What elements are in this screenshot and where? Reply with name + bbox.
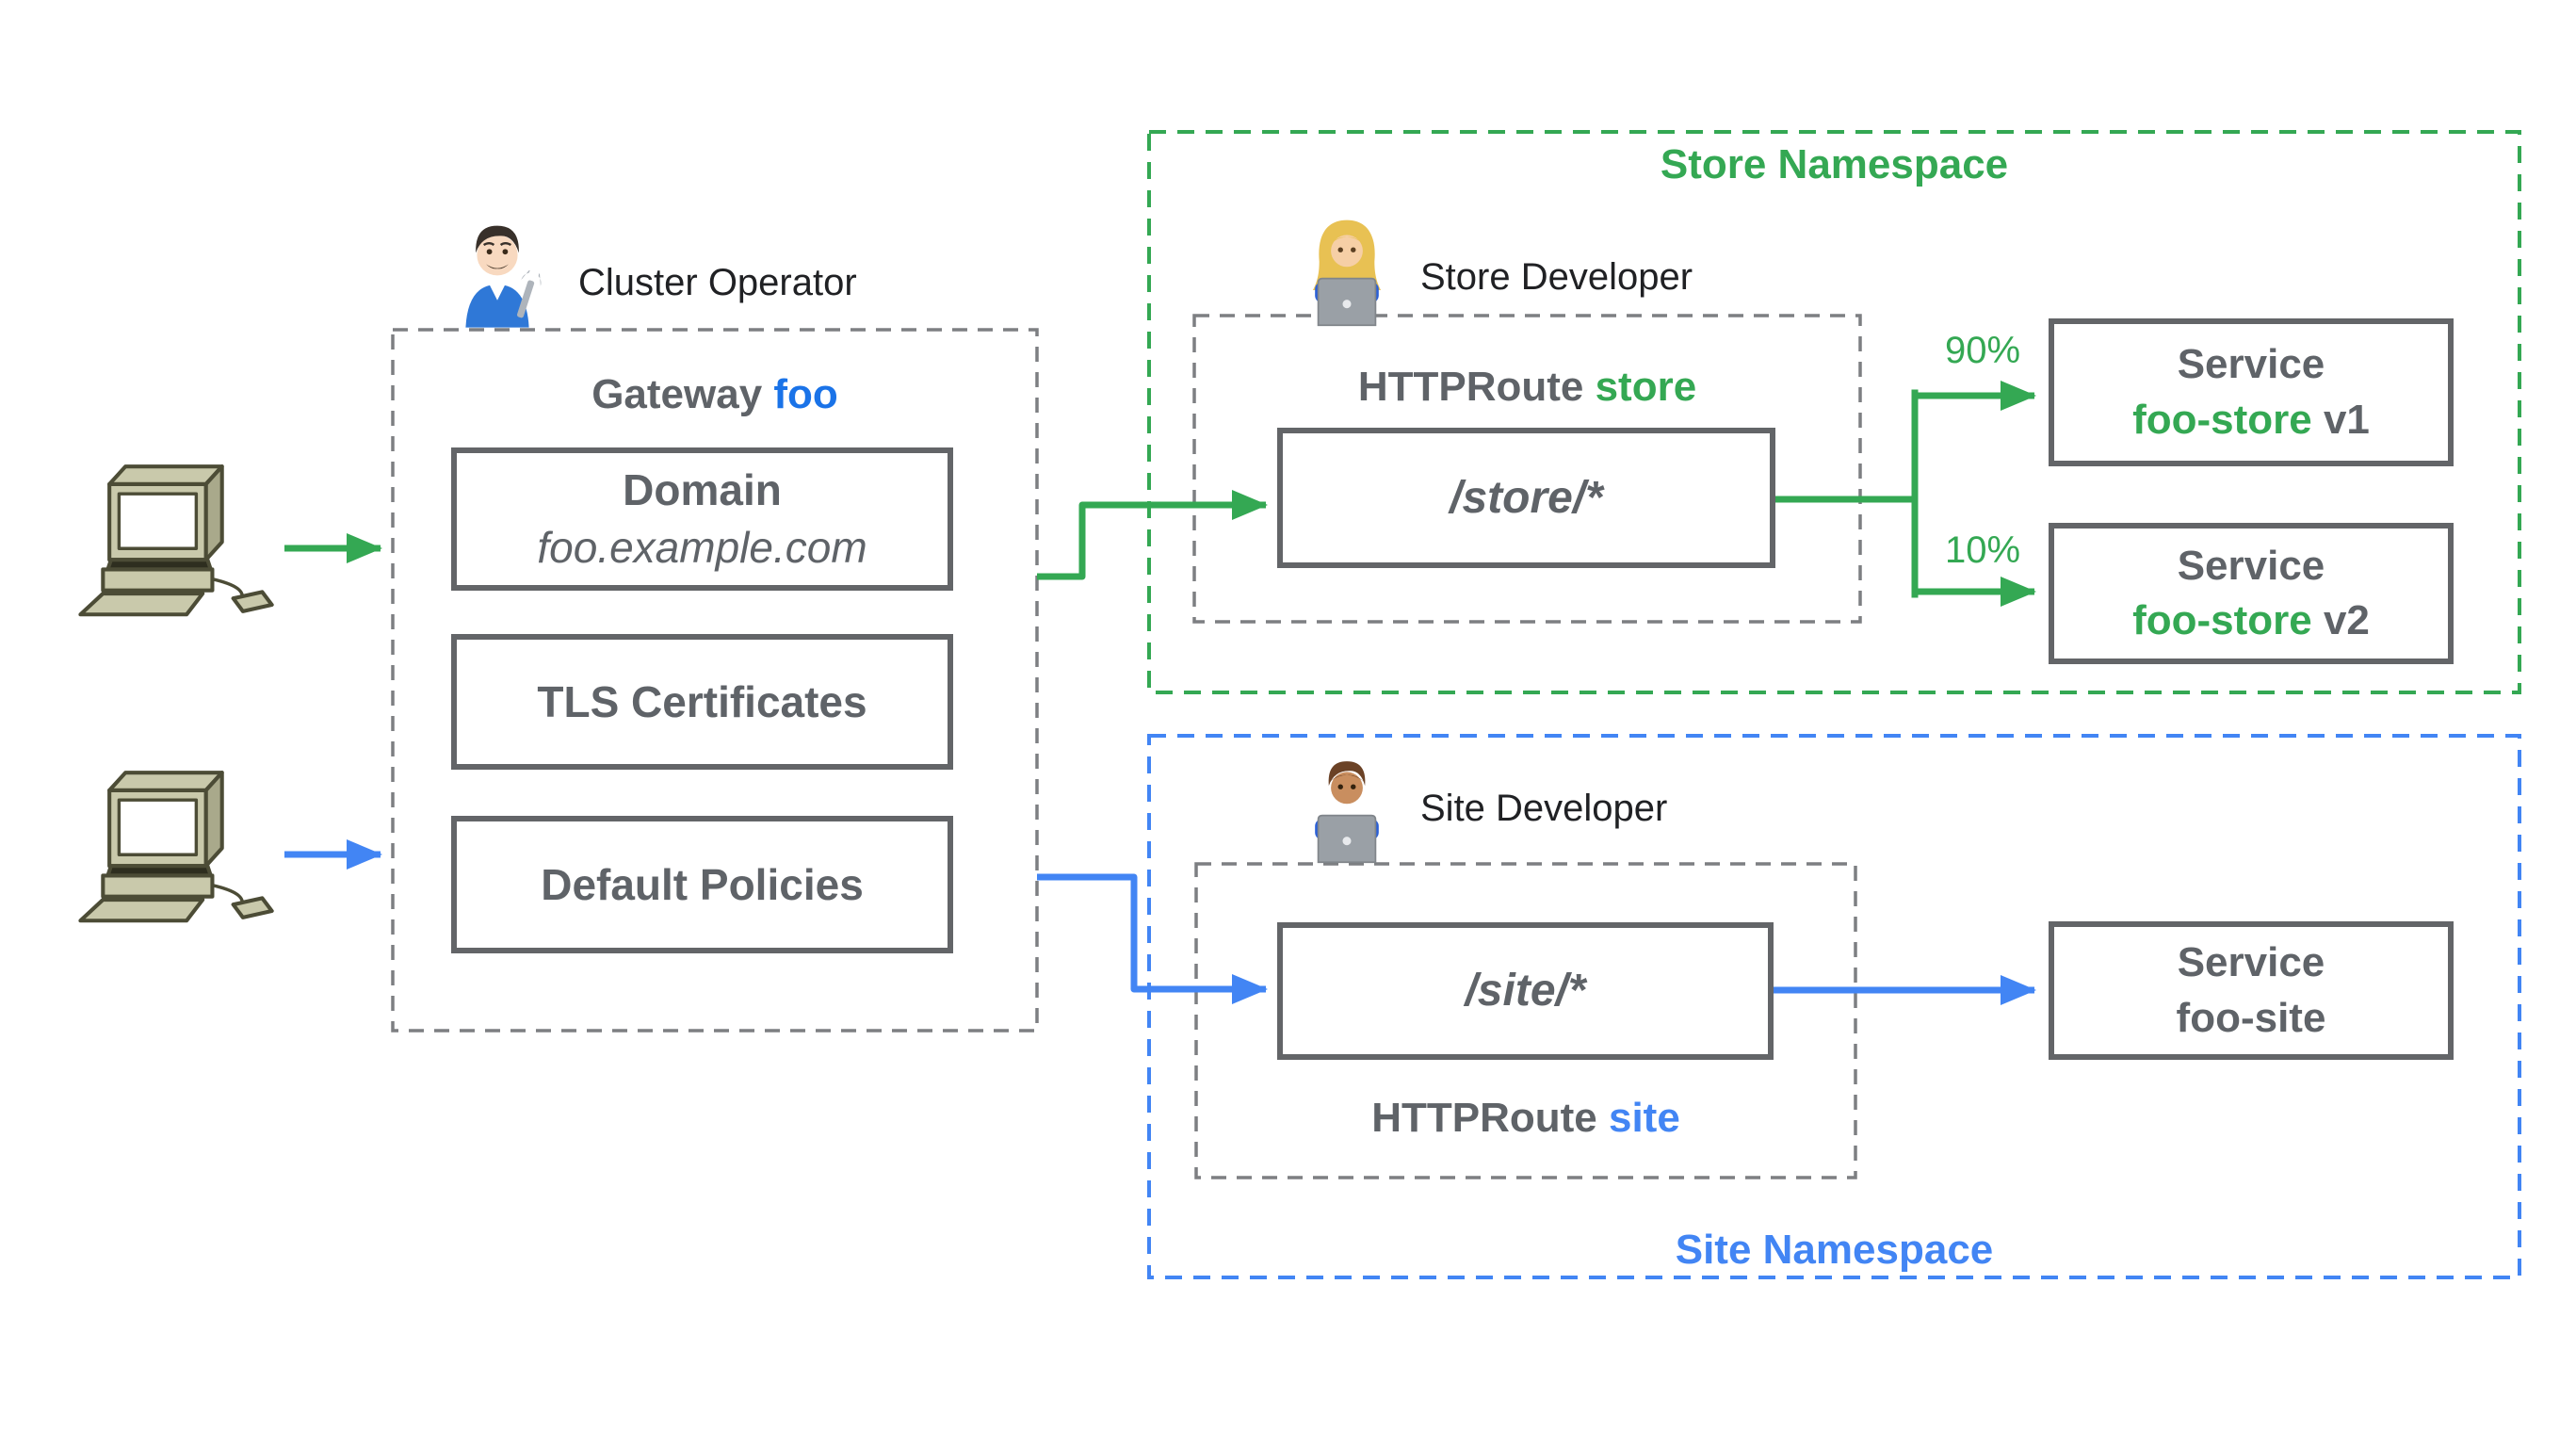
httproute-store-title: HTTPRoute store bbox=[1194, 364, 1860, 411]
site-developer-icon bbox=[1315, 761, 1379, 864]
domain-box: Domain foo.example.com bbox=[451, 447, 953, 591]
gateway-title-prefix: Gateway bbox=[591, 371, 774, 417]
httproute-site-name: site bbox=[1608, 1095, 1680, 1141]
cluster-operator-icon bbox=[465, 225, 542, 328]
tls-certificates-box: TLS Certificates bbox=[451, 634, 953, 770]
service-v2-name: foo-store bbox=[2132, 597, 2312, 643]
store-route-path: /store/* bbox=[1450, 472, 1603, 523]
service-site-name: foo-site bbox=[2176, 994, 2326, 1041]
domain-box-value: foo.example.com bbox=[537, 523, 867, 572]
service-v1-type: Service bbox=[2177, 341, 2325, 388]
service-foo-site-box: Service foo-site bbox=[2049, 921, 2454, 1060]
client-computer-1-icon bbox=[77, 458, 286, 620]
service-foo-store-v2-box: Service foo-store v2 bbox=[2049, 523, 2454, 664]
site-route-path-box: /site/* bbox=[1277, 922, 1774, 1060]
service-foo-store-v1-box: Service foo-store v1 bbox=[2049, 318, 2454, 466]
store-namespace-dashed-box bbox=[1147, 130, 2521, 694]
httproute-store-prefix: HTTPRoute bbox=[1357, 364, 1596, 410]
httproute-site-dashed-box bbox=[1194, 862, 1857, 1179]
site-namespace-title: Site Namespace bbox=[1675, 1227, 1994, 1273]
store-developer-label: Store Developer bbox=[1420, 256, 1693, 298]
tls-certificates-label: TLS Certificates bbox=[537, 676, 867, 726]
store-namespace-title: Store Namespace bbox=[1660, 141, 2009, 187]
gateway-to-site-route-arrow bbox=[1037, 873, 1268, 1004]
service-site-type: Service bbox=[2177, 939, 2325, 986]
default-policies-box: Default Policies bbox=[451, 816, 953, 953]
service-v2-name-line: foo-store v2 bbox=[2132, 594, 2370, 648]
site-route-path: /site/* bbox=[1465, 966, 1586, 1016]
gateway-title-name: foo bbox=[773, 371, 838, 417]
service-v1-name-line: foo-store v1 bbox=[2132, 393, 2370, 447]
site-developer-label: Site Developer bbox=[1420, 788, 1668, 829]
httproute-store-name: store bbox=[1595, 364, 1697, 410]
default-policies-label: Default Policies bbox=[541, 859, 864, 909]
store-developer-icon bbox=[1312, 220, 1382, 327]
domain-box-title: Domain bbox=[623, 465, 782, 515]
service-v2-type: Service bbox=[2177, 542, 2325, 589]
gateway-to-store-route-arrow bbox=[1037, 490, 1268, 580]
service-v1-version: v1 bbox=[2311, 396, 2370, 443]
httproute-site-title: HTTPRoute site bbox=[1196, 1095, 1855, 1142]
gateway-dashed-box bbox=[391, 328, 1039, 1033]
httproute-store-dashed-box bbox=[1192, 314, 1862, 624]
traffic-weight-v2: 10% bbox=[1944, 529, 2021, 571]
service-v2-version: v2 bbox=[2311, 597, 2370, 643]
httproute-site-prefix: HTTPRoute bbox=[1371, 1095, 1609, 1141]
gateway-title: Gateway foo bbox=[393, 371, 1037, 418]
store-route-path-box: /store/* bbox=[1277, 428, 1775, 568]
site-namespace-dashed-box bbox=[1147, 734, 2521, 1279]
traffic-weight-v1: 90% bbox=[1944, 330, 2021, 371]
service-v1-name: foo-store bbox=[2132, 396, 2312, 443]
client-computer-2-icon bbox=[77, 764, 286, 926]
cluster-operator-label: Cluster Operator bbox=[578, 262, 857, 303]
